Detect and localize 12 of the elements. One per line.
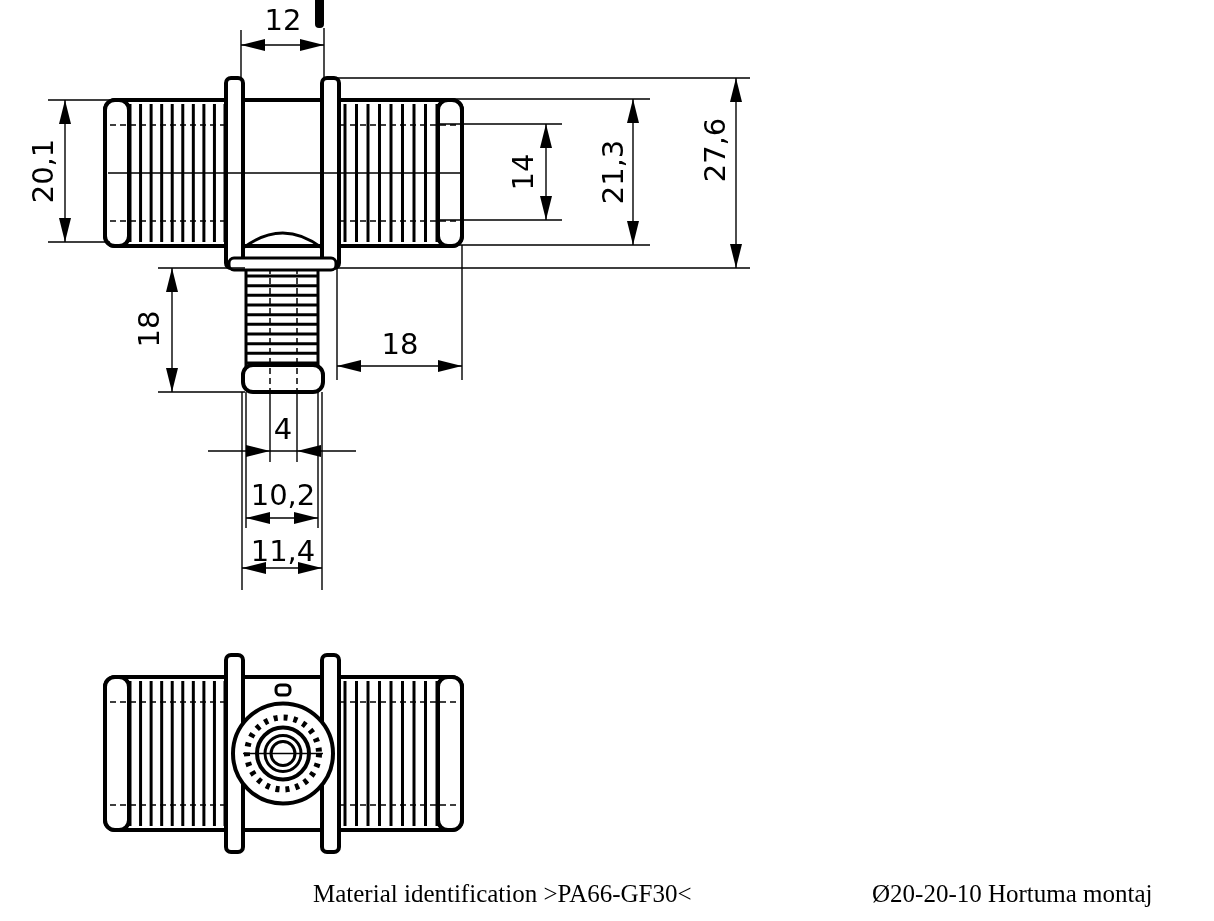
dimension-label: 4 (273, 414, 293, 444)
dimension-label: 20,1 (28, 138, 58, 204)
dimension-label: 12 (264, 5, 302, 35)
note-text: Material identification >PA66-GF30< (313, 880, 692, 906)
dimension-label: 27,6 (700, 117, 730, 183)
dimension-label: 18 (381, 329, 419, 359)
dimension-label: 11,4 (250, 536, 316, 566)
dimension-label: 18 (134, 310, 164, 348)
dimension-label: 14 (508, 153, 538, 191)
dimension-label: 21,3 (598, 139, 628, 205)
note-text: Ø20-20-10 Hortuma montaj (872, 880, 1153, 906)
dimension-label: 10,2 (250, 480, 316, 510)
